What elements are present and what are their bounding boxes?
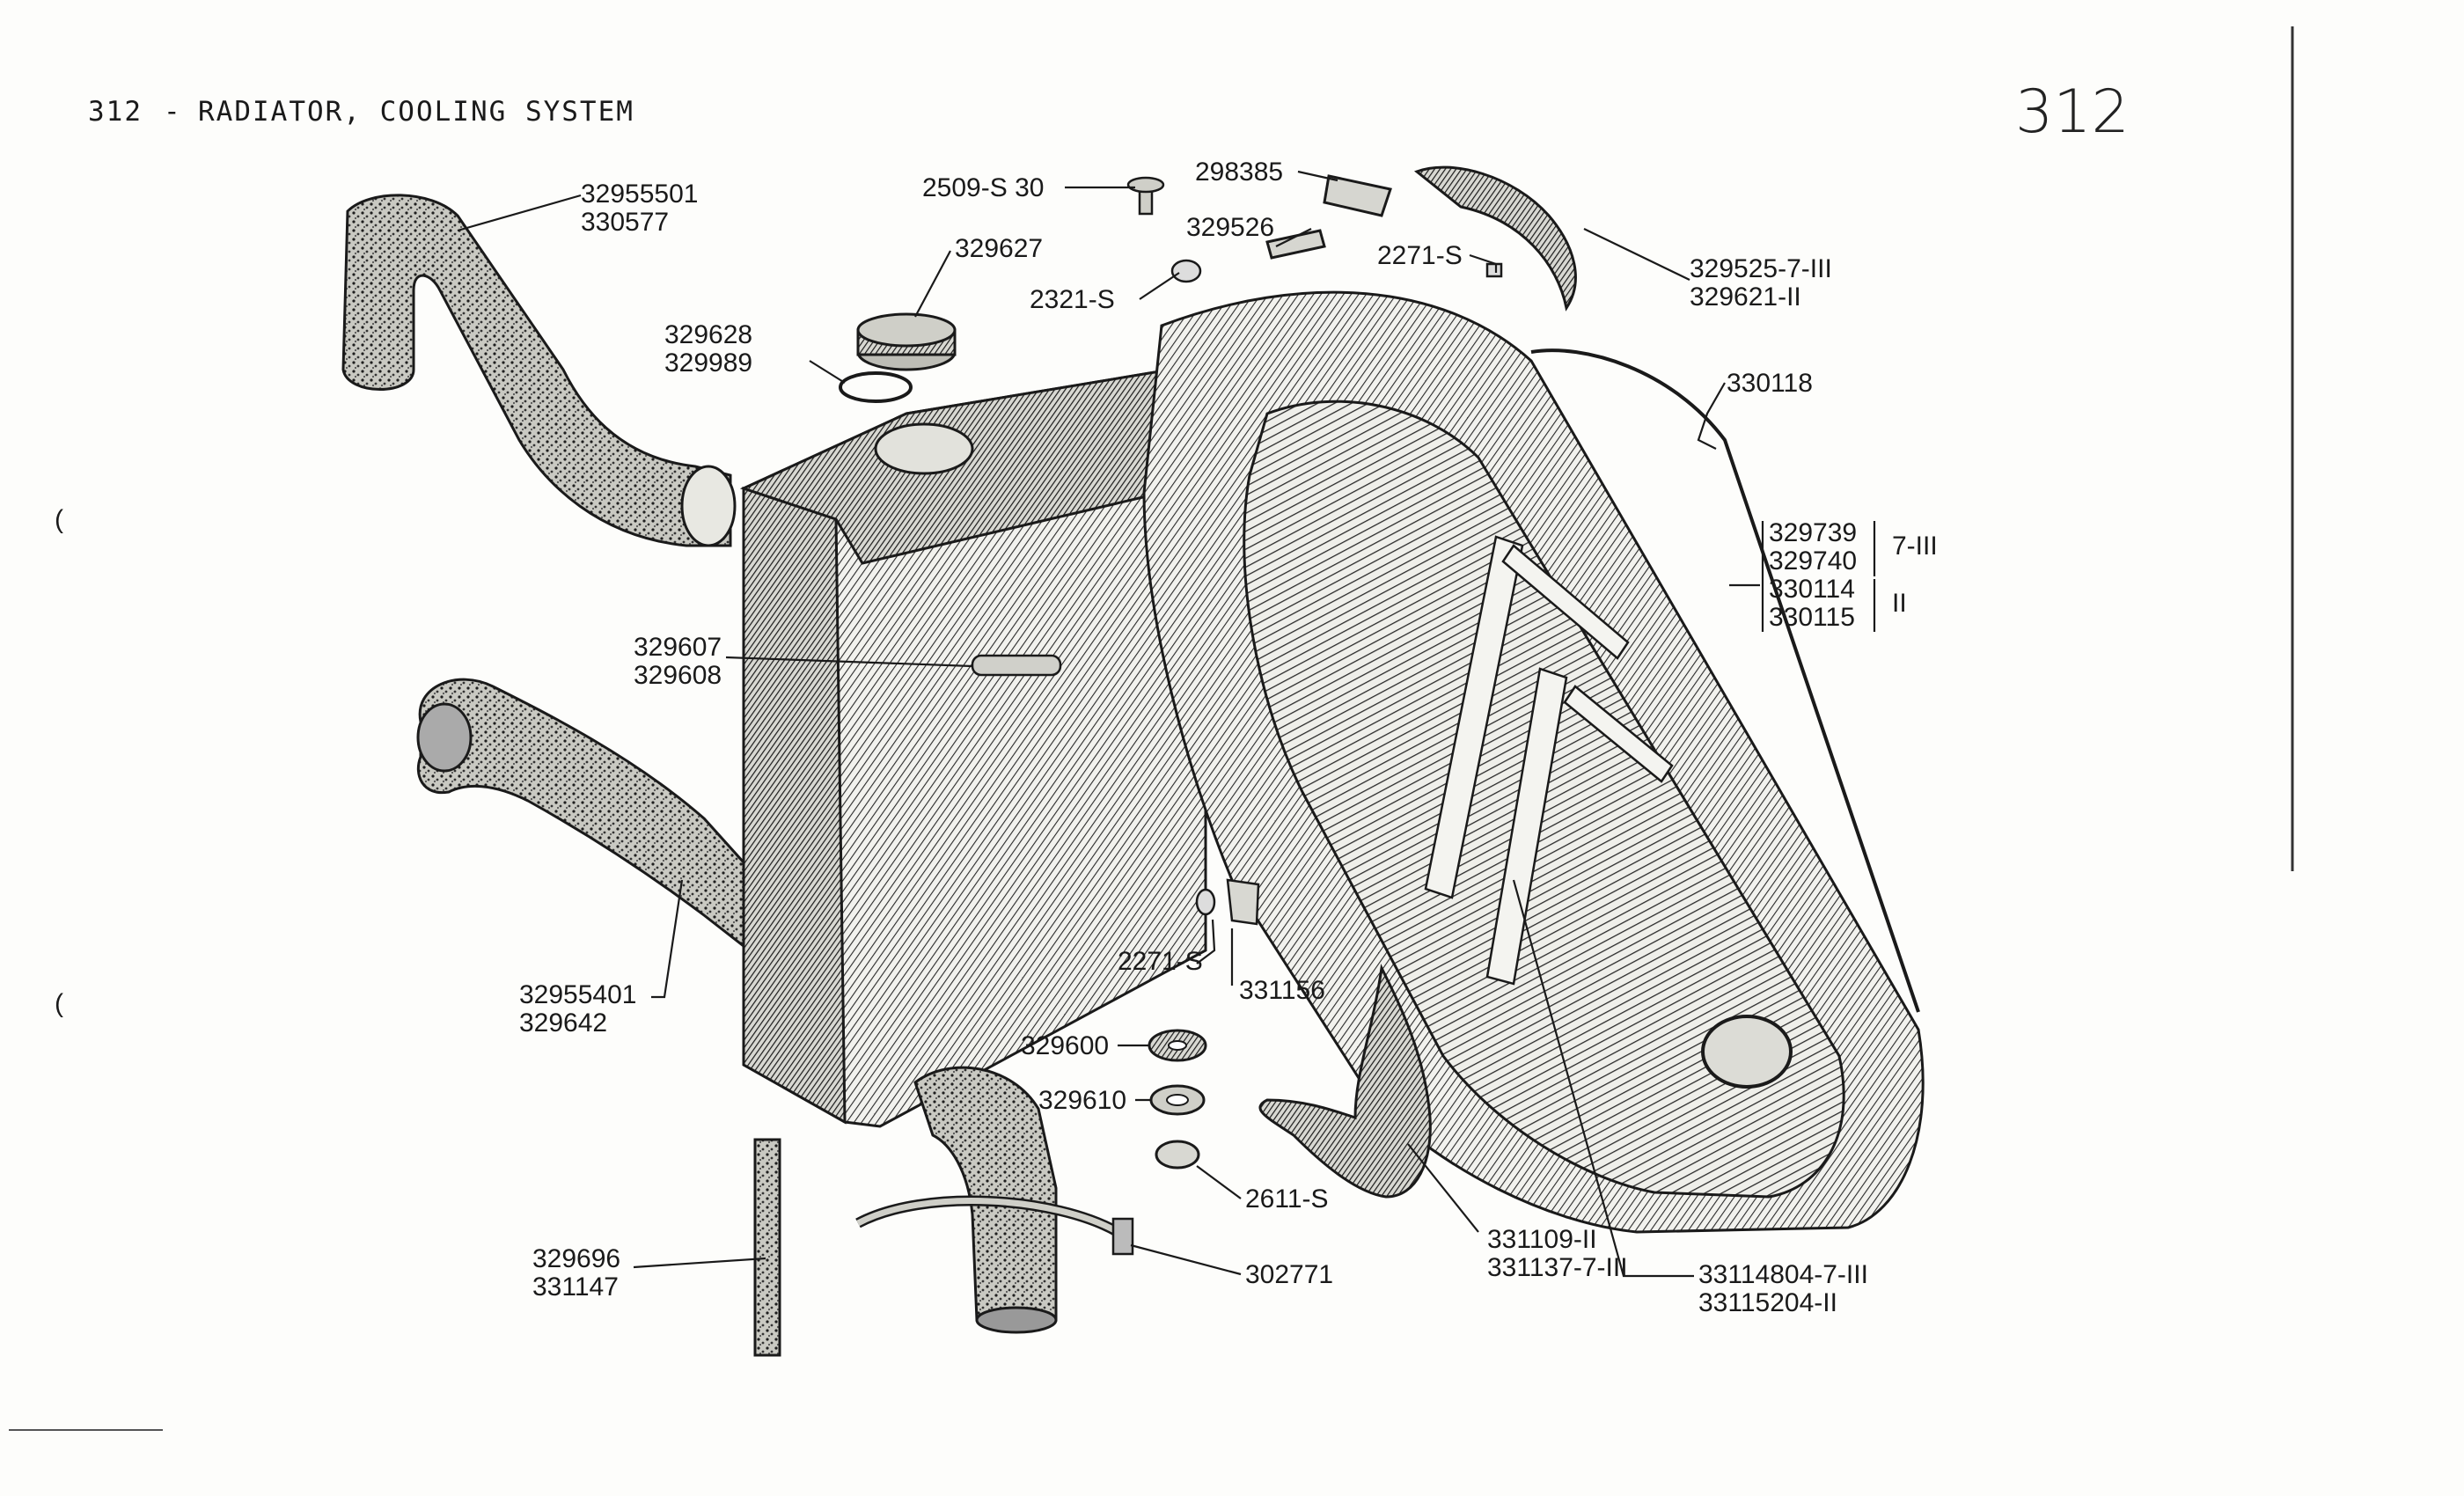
label-emblem-low-b: 331137-7-III bbox=[1487, 1253, 1628, 1282]
label-shell-3: 330114 bbox=[1769, 575, 1855, 604]
grille-bar-upper bbox=[1501, 544, 1630, 660]
bracket-upper bbox=[1323, 174, 1392, 217]
label-clamp: 302771 bbox=[1245, 1260, 1333, 1289]
header-separator: - bbox=[164, 96, 182, 128]
top-bolt-head bbox=[1126, 176, 1165, 194]
grille-bar-center bbox=[1485, 667, 1568, 986]
label-washer-top: 2321-S bbox=[1030, 285, 1115, 314]
winged-grille-emblem bbox=[1258, 964, 1432, 1199]
bracket-lower bbox=[1265, 229, 1326, 260]
radiator-side-tank bbox=[742, 486, 847, 1125]
page-title: RADIATOR, COOLING SYSTEM bbox=[198, 96, 634, 128]
label-grille-bar-b: 33115204-II bbox=[1698, 1288, 1837, 1317]
label-emblem-top-a: 329525-7-III bbox=[1690, 254, 1832, 283]
leader-lines bbox=[457, 170, 1760, 1278]
handwritten-page-number: 312 bbox=[2015, 77, 2130, 147]
label-grille-bar-a: 33114804-7-III bbox=[1698, 1260, 1868, 1289]
grommet-hole bbox=[1168, 1040, 1187, 1051]
label-bracket-b: 329526 bbox=[1186, 213, 1274, 242]
bottom-hose-end bbox=[975, 1306, 1058, 1334]
label-nut-mid: 2271-S bbox=[1118, 947, 1203, 976]
label-overflow-a: 329696 bbox=[532, 1244, 620, 1273]
upper-hose-end bbox=[680, 465, 737, 547]
lower-nut bbox=[1155, 1140, 1200, 1170]
bottom-outlet-hose bbox=[913, 1066, 1058, 1322]
label-wire-clip: 330118 bbox=[1727, 369, 1813, 398]
overflow-pipe bbox=[753, 1138, 781, 1357]
page-number: 312 bbox=[88, 96, 143, 128]
mid-clip bbox=[1226, 878, 1260, 926]
label-lower-hose-a: 32955401 bbox=[519, 980, 636, 1009]
label-overflow-b: 331147 bbox=[532, 1272, 619, 1302]
filler-neck bbox=[874, 422, 974, 475]
lower-radiator-hose bbox=[416, 678, 745, 950]
crank-hole bbox=[1701, 1015, 1793, 1089]
label-shell-2: 329740 bbox=[1769, 546, 1857, 576]
grille-bar-left bbox=[1424, 535, 1524, 899]
label-upper-hose-b: 330577 bbox=[581, 208, 669, 237]
top-washer bbox=[1170, 259, 1202, 283]
label-cap: 329627 bbox=[955, 234, 1043, 263]
top-emblem bbox=[1413, 165, 1577, 312]
label-bolt: 2509-S 30 bbox=[922, 173, 1044, 202]
label-grommet: 329600 bbox=[1021, 1031, 1109, 1060]
hose-clamp-screw bbox=[1111, 1217, 1134, 1256]
grille-trim-wire bbox=[1530, 348, 1920, 1013]
top-nut bbox=[1485, 262, 1503, 278]
margin-mark-2: ( bbox=[55, 989, 63, 1018]
lower-hose-end bbox=[416, 702, 473, 773]
label-shell-note-a: 7-III bbox=[1892, 532, 1938, 561]
label-nut-top: 2271-S bbox=[1377, 241, 1463, 270]
part-labels: 32955501 330577 2509-S 30 329627 329628 … bbox=[519, 158, 1938, 1317]
label-gasket-a: 329628 bbox=[664, 320, 752, 349]
radiator-cap-top bbox=[856, 312, 957, 348]
label-shell-4: 330115 bbox=[1769, 603, 1855, 632]
label-emblem-top-b: 329621-II bbox=[1690, 282, 1801, 312]
mid-washer-hole bbox=[1166, 1094, 1189, 1106]
drain-cock bbox=[971, 654, 1062, 677]
label-nut-low: 2611-S bbox=[1245, 1184, 1329, 1214]
label-shell-1: 329739 bbox=[1769, 518, 1857, 547]
label-upper-hose-a: 32955501 bbox=[581, 180, 698, 209]
label-bracket-a: 298385 bbox=[1195, 158, 1283, 187]
label-clip-mid: 331156 bbox=[1239, 976, 1325, 1005]
mid-nut bbox=[1195, 888, 1216, 916]
hose-clamp-strap-inner bbox=[856, 1198, 1119, 1236]
label-shell-note-b: II bbox=[1892, 589, 1907, 618]
label-drain-a: 329607 bbox=[634, 633, 722, 662]
label-washer-mid: 329610 bbox=[1038, 1086, 1126, 1115]
label-lower-hose-b: 329642 bbox=[519, 1008, 607, 1038]
cap-gasket bbox=[839, 371, 913, 403]
label-gasket-b: 329989 bbox=[664, 348, 752, 378]
upper-radiator-hose bbox=[341, 194, 732, 547]
margin-mark-1: ( bbox=[55, 505, 63, 534]
grille-bar-lower bbox=[1563, 685, 1674, 783]
label-emblem-low-a: 331109-II bbox=[1487, 1225, 1597, 1254]
label-drain-b: 329608 bbox=[634, 661, 722, 690]
